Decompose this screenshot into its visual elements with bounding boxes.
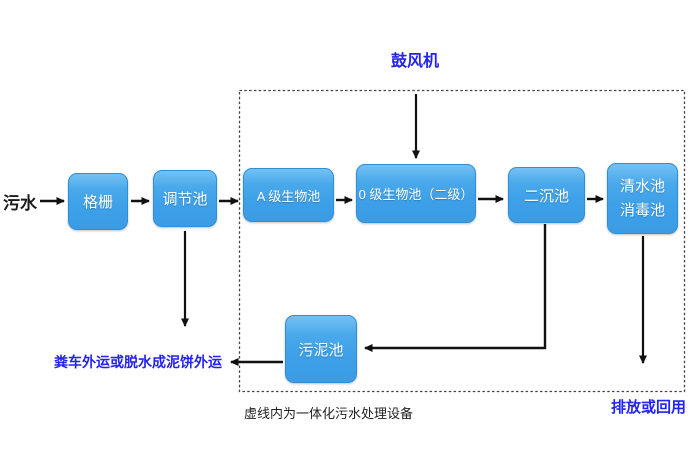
discharge-reuse-label: 排放或回用 <box>611 399 687 416</box>
box-clear-water-tank-label: 清水池 <box>619 178 665 196</box>
box-sludge-tank-label: 污泥池 <box>298 341 344 359</box>
box-regulating-tank-label: 调节池 <box>162 191 208 208</box>
box-grid-label: 格栅 <box>82 194 113 211</box>
box-a-level-bio-tank: A 级生物池 <box>243 168 334 222</box>
box-sludge-tank: 污泥池 <box>285 315 357 383</box>
sewage-inflow-label: 污水 <box>3 194 37 213</box>
sludge-disposal-label: 粪车外运或脱水成泥饼外运 <box>54 354 222 370</box>
box-secondary-sedimentation-tank: 二沉池 <box>508 167 585 223</box>
blower-label: 鼓风机 <box>391 53 440 70</box>
equipment-boundary-note: 虚线内为一体化污水处理设备 <box>244 406 414 421</box>
box-secondary-sedimentation-tank-label: 二沉池 <box>523 187 569 205</box>
box-grid: 格栅 <box>68 173 128 230</box>
integrated-equipment-dashed-boundary <box>238 89 686 393</box>
arrow-secondary-sed-to-sludge <box>364 224 547 352</box>
box-o-level-bio-tank: 0 级生物池（二级） <box>356 164 476 223</box>
box-disinfection-tank-label: 消毒池 <box>619 201 665 219</box>
box-regulating-tank: 调节池 <box>153 170 217 227</box>
box-a-level-bio-tank-label: A 级生物池 <box>256 188 321 204</box>
box-clear-water-disinfection-tank: 清水池 消毒池 <box>607 163 678 234</box>
box-o-level-bio-tank-label: 0 级生物池（二级） <box>358 187 474 202</box>
